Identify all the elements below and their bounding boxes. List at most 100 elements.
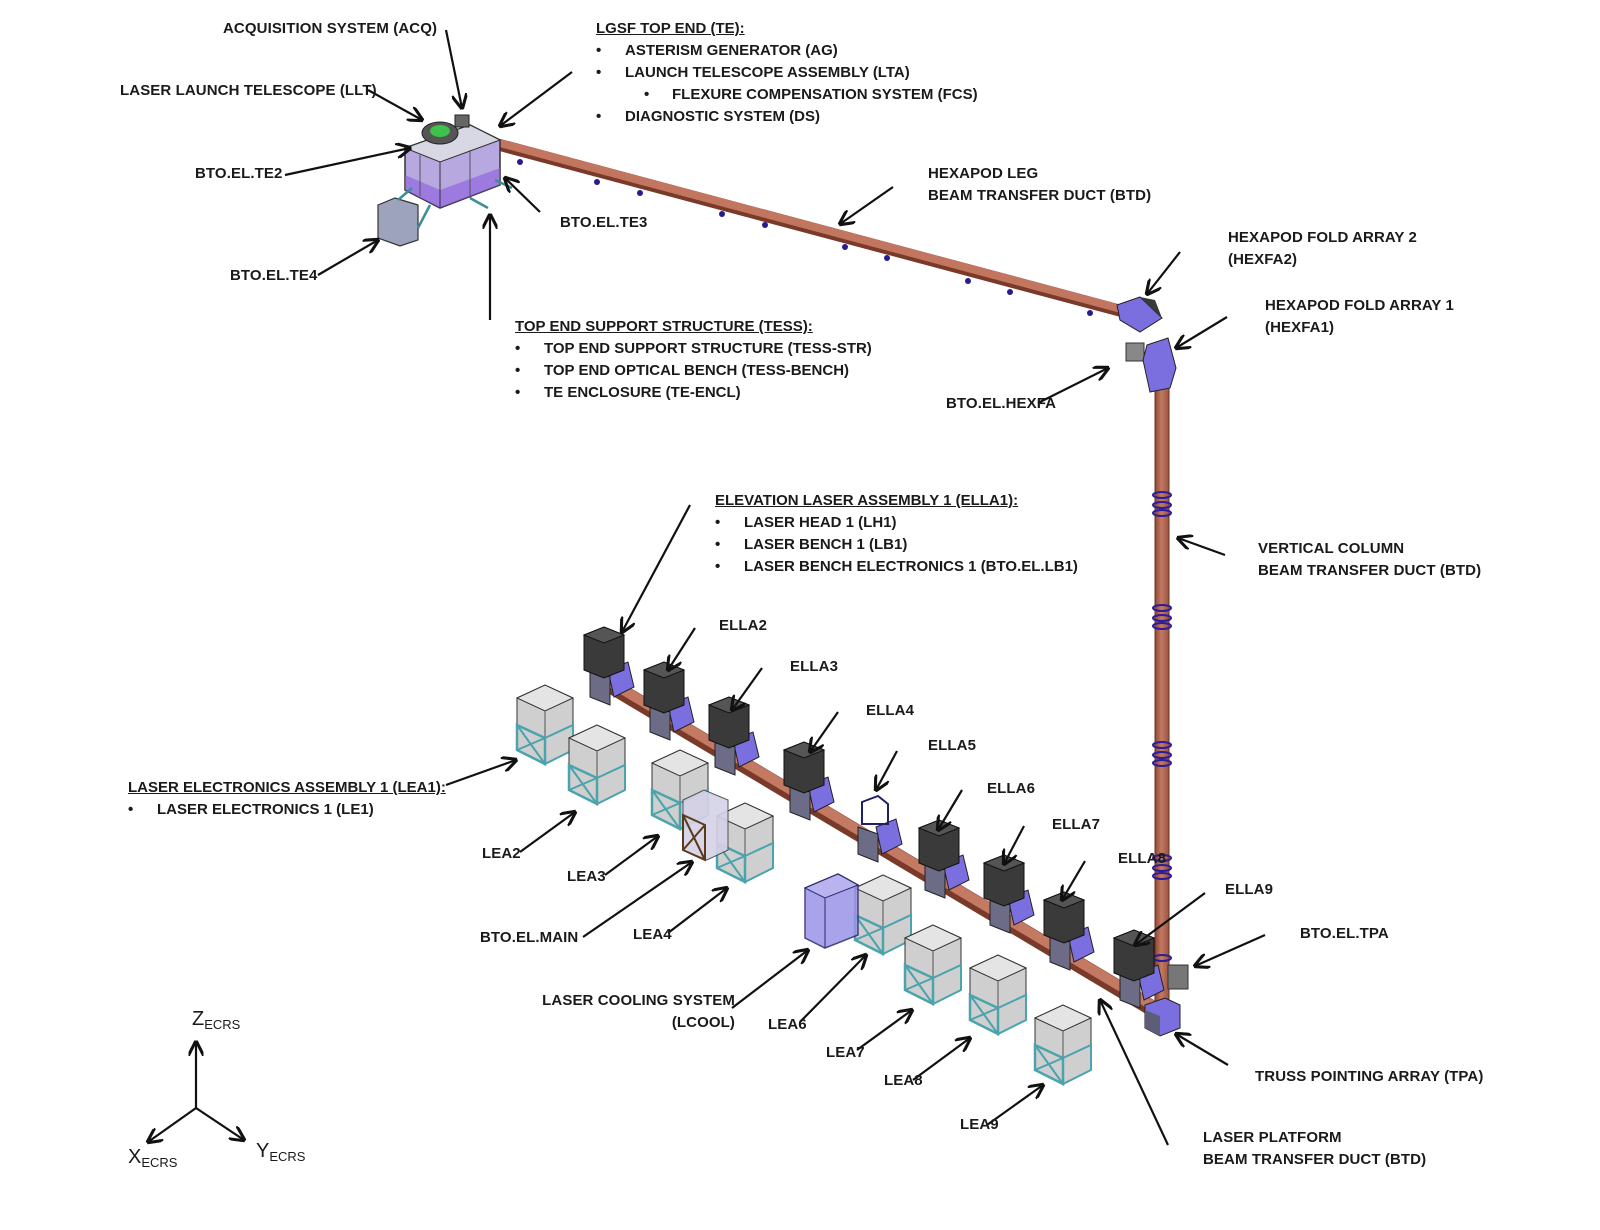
leader-arrow	[667, 888, 727, 934]
lea1-heading: LASER ELECTRONICS ASSEMBLY 1 (LEA1):	[128, 779, 446, 796]
leader-arrow	[1176, 316, 1228, 348]
label-hexfa2: HEXAPOD FOLD ARRAY 2 (HEXFA2)	[1228, 227, 1417, 271]
leader-arrow	[1178, 538, 1226, 557]
label-acquisition-system: ACQUISITION SYSTEM (ACQ)	[223, 20, 438, 37]
label-lea4: LEA4	[633, 926, 672, 943]
truss-pointing-array	[1144, 964, 1189, 1037]
axis-letter: X	[128, 1146, 142, 1168]
label-ella5: ELLA5	[928, 737, 977, 754]
label-bto-el-te2: BTO.EL.TE2	[195, 165, 283, 182]
ella1-heading: ELEVATION LASER ASSEMBLY 1 (ELLA1):	[715, 492, 1019, 509]
leader-arrow	[317, 240, 378, 276]
label-truss-pointing-array: TRUSS POINTING ARRAY (TPA)	[1255, 1068, 1484, 1085]
label-lcool: LASER COOLING SYSTEM (LCOOL)	[530, 990, 735, 1034]
axis-frame: ECRS	[269, 1149, 306, 1164]
lea-units	[515, 684, 1093, 1087]
leader-arrow	[668, 627, 696, 670]
label-vertical-column-btd: VERTICAL COLUMN BEAM TRANSFER DUCT (BTD)	[1258, 538, 1481, 582]
leader-arrow	[505, 178, 541, 213]
label-bto-el-main: BTO.EL.MAIN	[480, 929, 579, 946]
laser-cooling-system-unit	[803, 873, 860, 949]
top-end-assembly	[377, 114, 1145, 362]
lea-cabinet	[1033, 1004, 1093, 1087]
label-line: HEXAPOD FOLD ARRAY 1	[1265, 297, 1454, 314]
ella-unit	[642, 661, 695, 741]
label-lea8: LEA8	[884, 1072, 923, 1089]
hexapod-fold-arrays	[1116, 296, 1177, 393]
label-ella2: ELLA2	[719, 617, 768, 634]
tess-item: TE ENCLOSURE (TE-ENCL)	[515, 382, 872, 404]
lea-cabinet	[715, 802, 775, 885]
label-lea7: LEA7	[826, 1044, 865, 1061]
tess-list: TOP END SUPPORT STRUCTURE (TESS): TOP EN…	[515, 316, 872, 404]
lea-cabinet	[968, 954, 1028, 1037]
leader-arrow	[500, 71, 573, 126]
label-ella6: ELLA6	[987, 780, 1036, 797]
ella-unit	[782, 741, 835, 821]
lgsf-item: DIAGNOSTIC SYSTEM (DS)	[596, 106, 978, 128]
axis-frame: ECRS	[141, 1155, 178, 1170]
ella1-list: ELEVATION LASER ASSEMBLY 1 (ELLA1): LASE…	[715, 490, 1078, 578]
leader-arrow	[986, 1085, 1043, 1126]
ella-unit	[982, 854, 1035, 934]
leader-arrow	[912, 1038, 970, 1081]
leader-arrow	[938, 789, 963, 830]
coordinate-axes	[148, 1042, 244, 1142]
label-line: LASER PLATFORM	[1203, 1129, 1342, 1146]
tess-item: TOP END SUPPORT STRUCTURE (TESS-STR)	[515, 338, 872, 360]
ella1-item: LASER BENCH 1 (LB1)	[715, 534, 1078, 556]
leader-arrow	[1037, 368, 1108, 404]
leader-arrow	[856, 1010, 912, 1051]
lgsf-item: ASTERISM GENERATOR (AG)	[596, 40, 978, 62]
label-line: (HEXFA1)	[1265, 319, 1335, 336]
leader-arrow	[1195, 933, 1266, 966]
main-electronics-cabinet	[682, 789, 729, 862]
label-laser-launch-telescope: LASER LAUNCH TELESCOPE (LLT)	[120, 82, 377, 99]
label-bto-el-tpa: BTO.EL.TPA	[1300, 925, 1389, 942]
leader-arrow	[604, 836, 658, 876]
leader-arrow	[1100, 1000, 1169, 1146]
lgsf-item: LAUNCH TELESCOPE ASSEMBLY (LTA)	[596, 62, 978, 84]
leader-arrow	[1176, 1034, 1229, 1066]
lgsf-subitem: FLEXURE COMPENSATION SYSTEM (FCS)	[596, 84, 978, 106]
label-line: BEAM TRANSFER DUCT (BTD)	[928, 187, 1152, 204]
ella-unit	[1042, 891, 1095, 971]
label-line: HEXAPOD FOLD ARRAY 2	[1228, 229, 1417, 246]
hexapod-leg-duct	[494, 139, 1131, 318]
leader-arrow	[1004, 825, 1025, 864]
lea-cabinet	[853, 874, 913, 957]
lea-cabinet	[903, 924, 963, 1007]
leader-arrow	[582, 862, 692, 938]
label-line: HEXAPOD LEG	[928, 165, 1039, 182]
label-line: BEAM TRANSFER DUCT (BTD)	[1203, 1151, 1427, 1168]
leader-arrow	[444, 29, 462, 108]
ella1-item: LASER HEAD 1 (LH1)	[715, 512, 1078, 534]
label-line: VERTICAL COLUMN	[1258, 540, 1405, 557]
axis-letter: Y	[256, 1140, 270, 1162]
label-line: (HEXFA2)	[1228, 251, 1298, 268]
tess-heading: TOP END SUPPORT STRUCTURE (TESS):	[515, 318, 813, 335]
axis-label-x: XECRS	[128, 1146, 177, 1170]
label-bto-el-hexfa: BTO.EL.HEXFA	[946, 395, 1057, 412]
label-lea6: LEA6	[768, 1016, 807, 1033]
leader-arrow	[810, 711, 839, 752]
label-lea2: LEA2	[482, 845, 521, 862]
lgsf-top-end-list: LGSF TOP END (TE): ASTERISM GENERATOR (A…	[596, 18, 978, 128]
axis-letter: Z	[192, 1008, 205, 1030]
label-ella8: ELLA8	[1118, 850, 1167, 867]
leader-arrow	[1062, 860, 1086, 900]
ella-unit	[582, 626, 635, 706]
axis-frame: ECRS	[204, 1017, 241, 1032]
label-line: (LCOOL)	[671, 1014, 735, 1031]
tess-item: TOP END OPTICAL BENCH (TESS-BENCH)	[515, 360, 872, 382]
leader-arrow	[367, 89, 422, 120]
leader-arrow	[876, 750, 898, 790]
label-lea3: LEA3	[567, 868, 606, 885]
lea-cabinet	[567, 724, 627, 807]
lgsf-top-end-heading: LGSF TOP END (TE):	[596, 20, 745, 37]
label-lea9: LEA9	[960, 1116, 999, 1133]
label-hexapod-leg-btd: HEXAPOD LEG BEAM TRANSFER DUCT (BTD)	[928, 163, 1151, 207]
leader-arrow	[445, 760, 516, 787]
